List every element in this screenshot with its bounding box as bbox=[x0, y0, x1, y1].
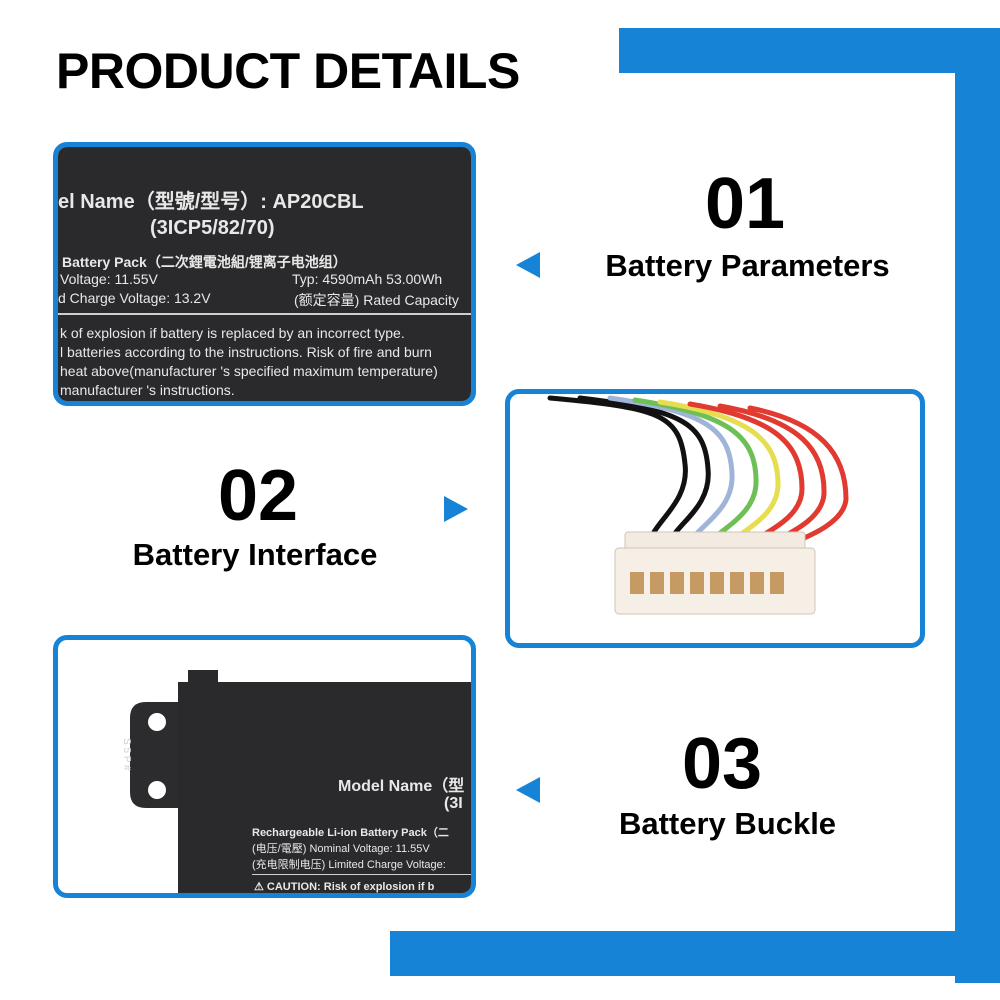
battery-parameters-photo: el Name（型號/型号）: AP20CBL (3ICP5/82/70) Ba… bbox=[53, 142, 476, 406]
battery-notch bbox=[188, 670, 218, 690]
buckle-hole-top bbox=[148, 713, 166, 731]
arrow-left-icon bbox=[516, 777, 540, 803]
battery-buckle-photo: S 5 P # Model Name（型 (3I Rechargeable Li… bbox=[53, 635, 476, 898]
wire-green bbox=[632, 397, 759, 547]
buckle-label-model: Model Name（型 bbox=[338, 778, 465, 795]
section-number-03: 03 bbox=[681, 724, 763, 804]
wire-blue bbox=[607, 395, 735, 547]
arrow-left-icon bbox=[516, 252, 540, 278]
wire-red-1 bbox=[687, 401, 805, 547]
label-warning-1: k of explosion if battery is replaced by… bbox=[60, 325, 405, 341]
arrow-right-icon bbox=[444, 496, 468, 522]
connector-top bbox=[624, 531, 806, 551]
connector-wires-illustration bbox=[547, 395, 849, 615]
battery-label: el Name（型號/型号）: AP20CBL (3ICP5/82/70) Ba… bbox=[58, 147, 471, 401]
buckle-label-pack: Rechargeable Li-ion Battery Pack（二 bbox=[252, 827, 449, 839]
wire-black-1 bbox=[547, 395, 688, 547]
label-cell-code: (3ICP5/82/70) bbox=[150, 217, 275, 239]
wire-red-3 bbox=[747, 405, 849, 547]
wire-yellow bbox=[657, 399, 781, 547]
label-voltage: Voltage: 11.55V bbox=[60, 271, 158, 287]
tab-marks: S 5 P # bbox=[121, 738, 132, 771]
buckle-label-caution: ⚠ CAUTION: Risk of explosion if b bbox=[254, 881, 435, 893]
battery-interface-photo bbox=[505, 389, 925, 648]
label-model-line: el Name（型號/型号）: AP20CBL bbox=[58, 191, 364, 213]
label-charge-voltage: d Charge Voltage: 13.2V bbox=[58, 290, 211, 306]
buckle-hole-bottom bbox=[148, 781, 166, 799]
buckle-label-divider bbox=[252, 874, 471, 875]
buckle-illustration bbox=[130, 670, 471, 893]
label-typ-capacity: Typ: 4590mAh 53.00Wh bbox=[292, 271, 443, 287]
label-warning-4: manufacturer 's instructions. bbox=[60, 382, 235, 398]
section-caption-battery-interface: Battery Interface bbox=[132, 537, 378, 572]
label-divider bbox=[58, 313, 471, 315]
connector-pins bbox=[630, 572, 784, 594]
section-number-02: 02 bbox=[217, 456, 299, 536]
section-caption-battery-buckle: Battery Buckle bbox=[618, 806, 837, 841]
frame-bottom-bar bbox=[390, 931, 1000, 976]
buckle-label-nominal: (电压/電壓) Nominal Voltage: 11.55V bbox=[252, 843, 430, 855]
label-warning-2: l batteries according to the instruction… bbox=[60, 344, 432, 360]
section-caption-battery-parameters: Battery Parameters bbox=[605, 248, 890, 283]
label-warning-3: heat above(manufacturer 's specified max… bbox=[60, 363, 438, 379]
label-rated-capacity: (额定容量) Rated Capacity bbox=[294, 292, 459, 308]
label-pack-line: Battery Pack（二次鋰電池組/锂离子电池组） bbox=[62, 254, 347, 270]
page-title: PRODUCT DETAILS bbox=[56, 43, 520, 99]
section-number-01: 01 bbox=[704, 164, 786, 244]
buckle-tab bbox=[130, 702, 178, 808]
buckle-label-limited: (充电限制电压) Limited Charge Voltage: bbox=[252, 859, 446, 871]
wire-black-2 bbox=[577, 395, 711, 547]
frame-top-bar bbox=[619, 28, 1000, 73]
battery-body bbox=[178, 682, 471, 893]
frame-right-bar bbox=[955, 28, 1000, 983]
buckle-label-code: (3I bbox=[444, 795, 463, 812]
